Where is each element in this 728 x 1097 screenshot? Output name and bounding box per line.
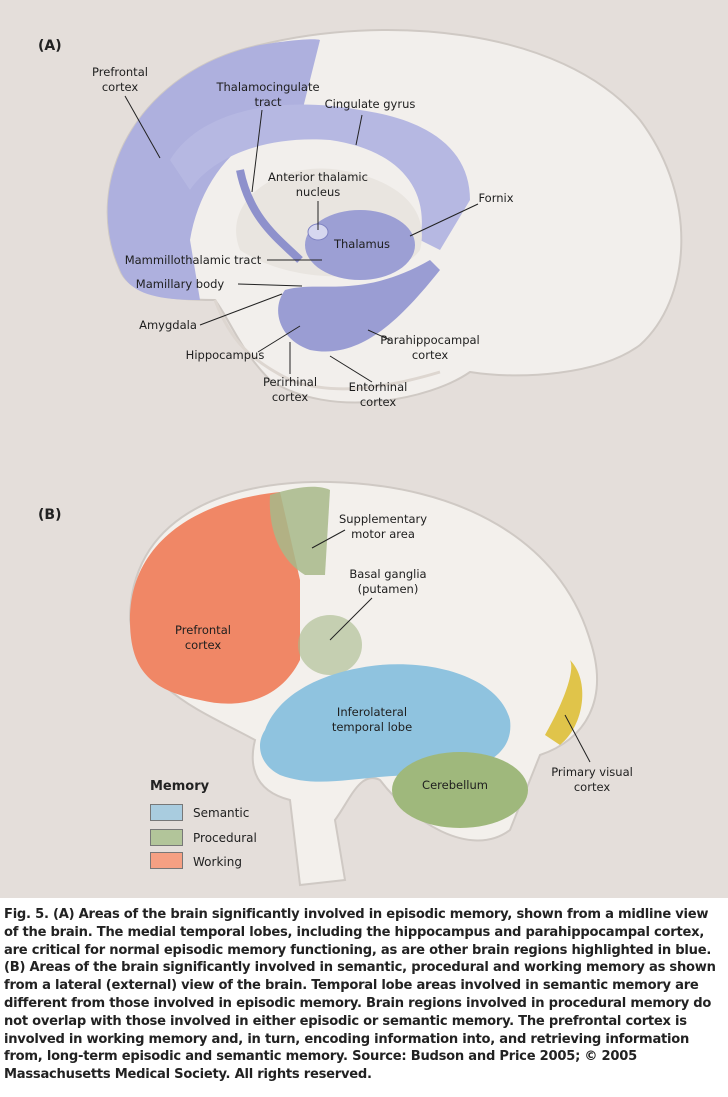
label-mammillothalamic-tract: Mammillothalamic tract <box>124 253 262 267</box>
lateral-brain <box>128 480 598 887</box>
supplementary-motor-region <box>269 486 330 575</box>
label-thalamus: Thalamus <box>333 237 391 251</box>
label-hippocampus: Hippocampus <box>185 348 265 362</box>
leader-lines-b <box>311 529 591 763</box>
figure-caption: Fig. 5. (A) Areas of the brain significa… <box>4 907 716 1083</box>
legend-swatch-semantic <box>150 804 183 821</box>
legend-swatch-procedural <box>150 829 183 846</box>
label-mamillary-body: Mamillary body <box>135 277 225 291</box>
legend-label-procedural: Procedural <box>193 831 257 845</box>
thalamus-region <box>305 210 415 280</box>
legend-label-working: Working <box>193 855 242 869</box>
midline-brain <box>106 29 683 404</box>
panel-a-tag: (A) <box>38 38 62 54</box>
semantic-temporal-region <box>260 664 511 782</box>
hippocampus-region <box>278 260 440 352</box>
working-prefrontal-region <box>130 492 300 704</box>
leader-lines-a <box>124 95 479 383</box>
label-basal-ganglia: Basal ganglia(putamen) <box>349 567 427 596</box>
brain-illustration <box>106 29 683 887</box>
cerebellum-region <box>392 752 528 828</box>
label-amygdala: Amygdala <box>139 318 197 332</box>
basal-ganglia-region <box>298 615 362 675</box>
label-cerebellum: Cerebellum <box>422 778 488 792</box>
prefrontal-region <box>107 39 320 301</box>
label-cingulate-gyrus: Cingulate gyrus <box>324 97 416 111</box>
legend-title: Memory <box>150 779 210 794</box>
legend-label-semantic: Semantic <box>193 806 250 820</box>
legend-swatch-working <box>150 852 183 869</box>
cingulate-region <box>170 104 470 250</box>
visual-cortex-region <box>545 660 583 745</box>
panel-b-tag: (B) <box>38 507 62 523</box>
label-fornix: Fornix <box>478 191 514 205</box>
